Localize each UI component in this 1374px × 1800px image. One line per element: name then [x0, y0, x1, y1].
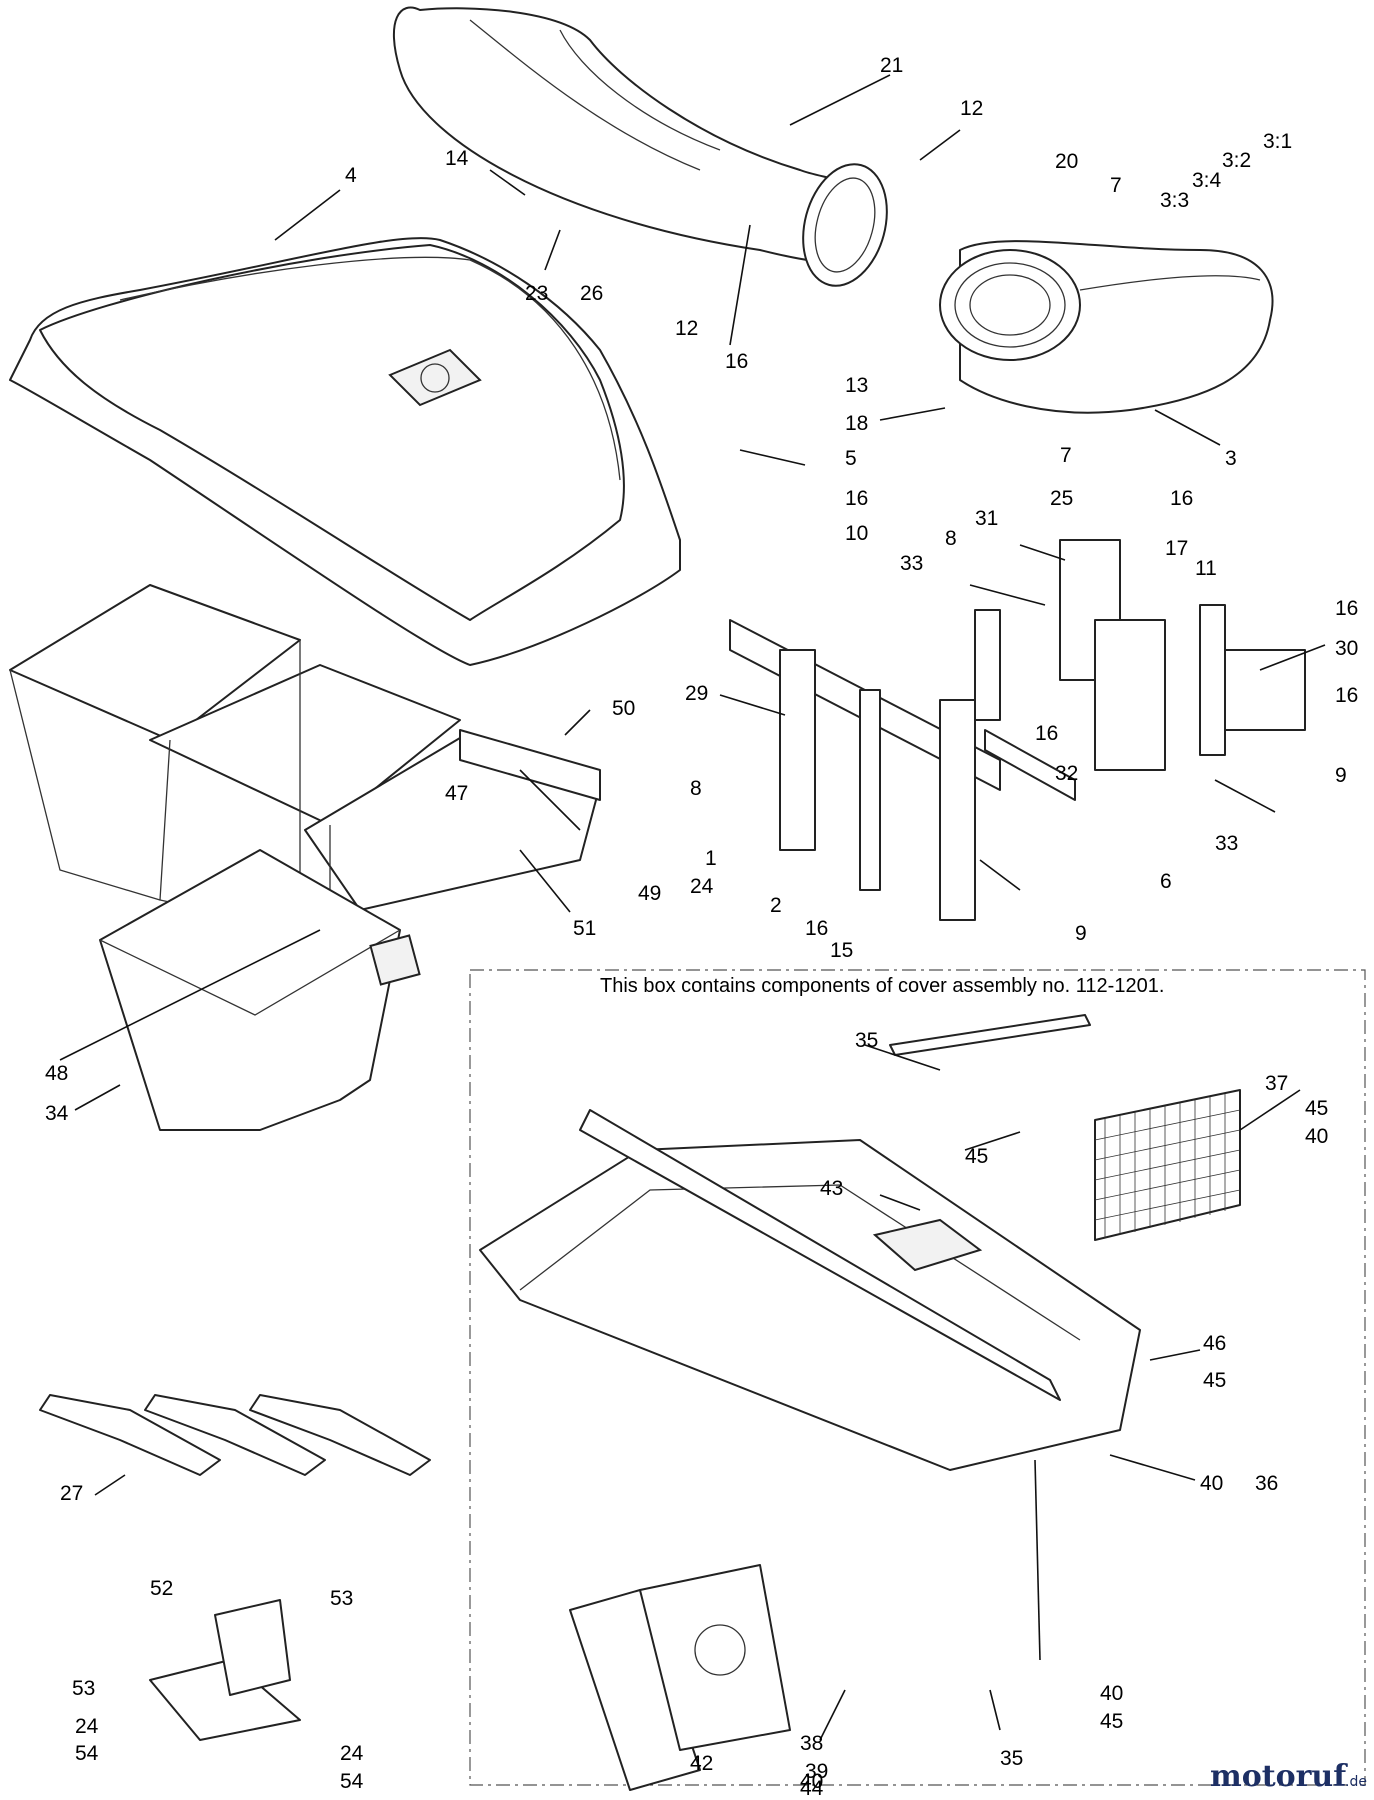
cover-assembly-box	[469, 969, 1366, 1786]
mount-plate	[639, 1564, 791, 1751]
callout: 24	[75, 1715, 99, 1738]
callout: 43	[820, 1177, 843, 1200]
callout: 45	[1305, 1097, 1328, 1120]
callout: 1	[705, 847, 717, 870]
callout: 26	[580, 282, 603, 305]
callout: 30	[1335, 637, 1358, 660]
callout: 18	[845, 412, 868, 435]
callout: 3:4	[1192, 169, 1222, 192]
callout: 25	[1050, 487, 1073, 510]
callout: 12	[675, 317, 698, 340]
callout: 47	[445, 782, 468, 805]
callout: 53	[72, 1677, 95, 1700]
callout: 33	[1215, 832, 1238, 855]
callout: 45	[965, 1145, 988, 1168]
callout: 20	[1055, 150, 1078, 173]
watermark-tld: .de	[1345, 1774, 1367, 1790]
callout: 34	[45, 1102, 69, 1125]
mount-frame	[729, 539, 1306, 921]
callout: 16	[725, 350, 748, 373]
callout: 35	[1000, 1747, 1023, 1770]
callout: 11	[1195, 557, 1217, 580]
callout-labels: 21 12 14 4 23 26 12 16 20 7 3:1 3:2 3:4 …	[45, 54, 1358, 1800]
callout: 2	[770, 894, 782, 917]
bagger-cover	[9, 237, 681, 666]
callout: 3:2	[1222, 149, 1251, 172]
deflector	[149, 1599, 301, 1741]
callout: 40	[1200, 1472, 1223, 1495]
callout: 32	[1055, 762, 1078, 785]
callout: 16	[845, 487, 868, 510]
callout: 16	[805, 917, 828, 940]
callout: 37	[1265, 1072, 1288, 1095]
callout: 51	[573, 917, 596, 940]
callout: 13	[845, 374, 868, 397]
callout: 16	[1335, 684, 1358, 707]
leader-lines	[59, 74, 1326, 1741]
callout: 45	[1100, 1710, 1123, 1733]
callout: 17	[1165, 537, 1188, 560]
callout: 44	[800, 1777, 824, 1800]
callout: 23	[525, 282, 548, 305]
callout: 4	[345, 164, 357, 187]
callout: 49	[638, 882, 661, 905]
callout: 35	[855, 1029, 878, 1052]
box-caption: This box contains components of cover as…	[600, 975, 1164, 997]
callout: 48	[45, 1062, 68, 1085]
callout: 16	[1335, 597, 1358, 620]
callout: 8	[945, 527, 957, 550]
callout: 54	[75, 1742, 99, 1765]
callout: 10	[845, 522, 868, 545]
callout: 39	[805, 1760, 828, 1783]
callout: 8	[690, 777, 702, 800]
callout: 42	[690, 1752, 713, 1775]
grass-bag	[99, 849, 421, 1131]
discharge-tube	[392, 6, 888, 287]
watermark-name: motoruf	[1210, 1759, 1348, 1794]
callout: 16	[1035, 722, 1058, 745]
callout: 7	[1110, 174, 1122, 197]
callout: 40	[1305, 1125, 1328, 1148]
callout: 16	[1170, 487, 1193, 510]
callout: 3:3	[1160, 189, 1189, 212]
callout: 36	[1255, 1472, 1278, 1495]
callout: 5	[845, 447, 857, 470]
callout: 29	[685, 682, 708, 705]
callout: 9	[1075, 922, 1087, 945]
callout: 38	[800, 1732, 823, 1755]
callout: 52	[150, 1577, 173, 1600]
cover-tray	[479, 1109, 1141, 1471]
callout: 12	[960, 97, 983, 120]
callout: 21	[880, 54, 903, 77]
callout: 27	[60, 1482, 83, 1505]
callout: 45	[1203, 1369, 1226, 1392]
callout: 50	[612, 697, 635, 720]
callout: 24	[340, 1742, 364, 1765]
callout: 15	[830, 939, 853, 962]
callout: 33	[900, 552, 923, 575]
callout: 14	[445, 147, 469, 170]
callout: 40	[1100, 1682, 1123, 1705]
callout: 54	[340, 1770, 364, 1793]
discharge-chute	[939, 240, 1274, 414]
mesh-screen	[1094, 1089, 1241, 1241]
callout: 9	[1335, 764, 1347, 787]
mower-blades	[39, 1394, 431, 1476]
watermark-logo: motoruf .de	[1210, 1759, 1367, 1794]
callout: 53	[330, 1587, 353, 1610]
callout: 6	[1160, 870, 1172, 893]
top-rail	[889, 1014, 1091, 1056]
bag-frame	[9, 584, 601, 931]
callout: 7	[1060, 444, 1072, 467]
callout: 3:1	[1263, 130, 1292, 153]
gasket	[569, 1589, 701, 1791]
callout: 46	[1203, 1332, 1226, 1355]
callout: 40	[800, 1770, 823, 1793]
callout: 3	[1225, 447, 1237, 470]
callout: 24	[690, 875, 714, 898]
callout: 31	[975, 507, 998, 530]
